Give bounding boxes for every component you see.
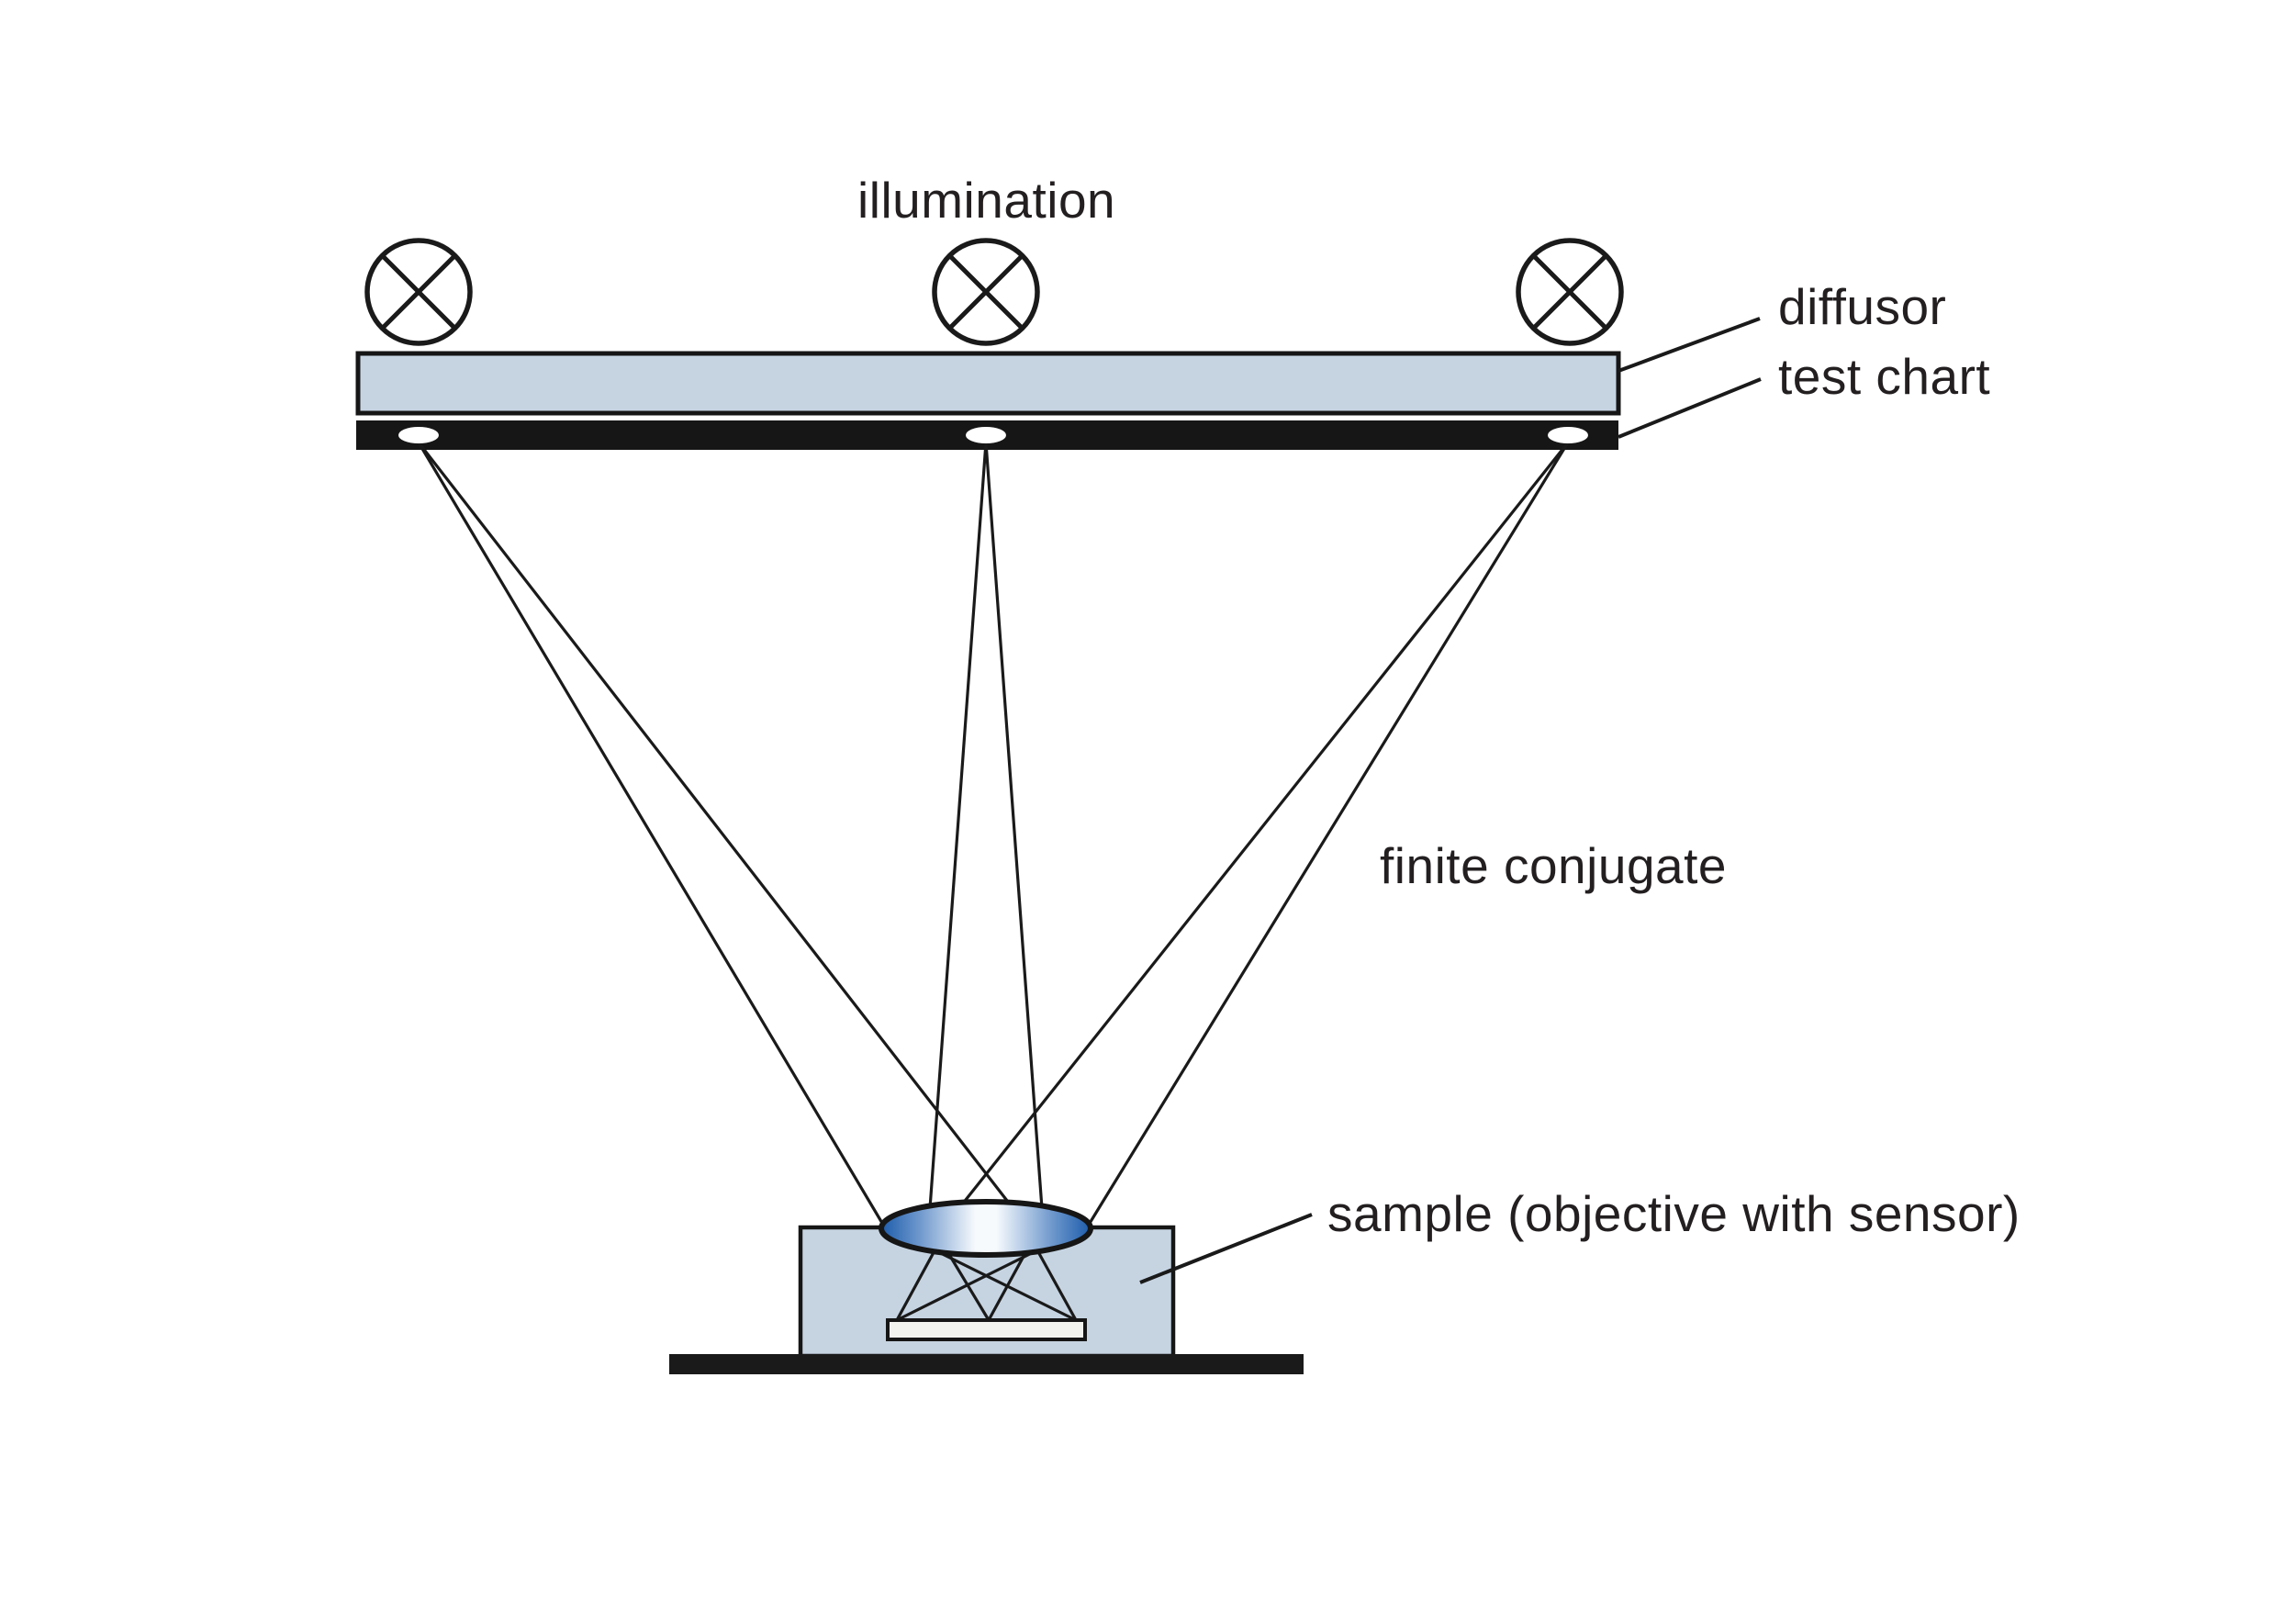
test-chart-aperture <box>1548 427 1588 443</box>
lamp-icon <box>1516 238 1624 346</box>
ray-middle-hole-a <box>927 442 991 1321</box>
test-chart-label: test chart <box>1778 348 1991 405</box>
base-bar <box>669 1354 1304 1374</box>
diffusor-leader-line <box>1618 317 1761 373</box>
diffusor-label: diffusor <box>1778 278 1947 335</box>
lamp-icon <box>932 238 1040 346</box>
test-chart-aperture <box>966 427 1006 443</box>
test-chart-apertures <box>398 427 1588 443</box>
sample-leader-line <box>1139 1213 1313 1284</box>
test-chart-leader-line <box>1618 377 1762 439</box>
ray-middle-hole-b <box>984 442 1045 1321</box>
diffusor-panel <box>355 351 1621 416</box>
lamp-row <box>364 238 1624 346</box>
finite-conjugate-label: finite conjugate <box>1380 837 1727 894</box>
illumination-label: illumination <box>857 172 1116 229</box>
sensor-chip <box>886 1318 1087 1341</box>
leader-lines <box>1139 317 1762 1284</box>
sample-label: sample (objective with sensor) <box>1327 1185 2021 1242</box>
lamp-icon <box>364 238 473 346</box>
test-chart-aperture <box>398 427 439 443</box>
objective-lens <box>879 1199 1093 1258</box>
